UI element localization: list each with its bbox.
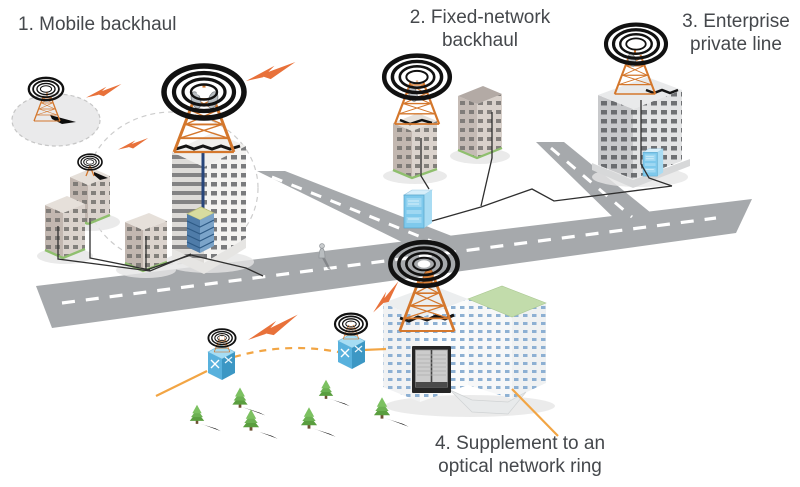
pedestrian-icon: [318, 243, 331, 270]
antenna-rings-icon: [333, 312, 369, 336]
antenna-rings-icon: [77, 153, 103, 171]
building-residential-1: [44, 196, 86, 260]
microwave-bolt-icon: [246, 62, 296, 81]
remote-site-left: [207, 328, 237, 381]
roof-lattice: [175, 144, 241, 151]
microwave-bolt-icon: [246, 314, 300, 340]
pine-tree-icon: [300, 407, 336, 437]
scenario-3-label: 3. Enterprise private line: [682, 11, 790, 56]
road-branch-right: [536, 142, 656, 224]
equipment-rack-icon: [412, 346, 451, 393]
green-roof: [467, 285, 547, 318]
building-central-office: [383, 285, 547, 415]
building-residential-2: [124, 213, 168, 273]
building-fixed-2: [457, 86, 503, 160]
pine-tree-icon: [242, 409, 278, 439]
bbu-stack-icon: [186, 206, 215, 253]
antenna-rings-icon: [390, 242, 457, 286]
antenna-rings-icon: [164, 66, 244, 118]
scenario-4-label: 4. Supplement to an optical network ring: [434, 433, 606, 478]
roof-lattice: [399, 118, 433, 126]
pine-tree-icon: [232, 387, 266, 416]
antenna-shadow: [94, 172, 108, 180]
street-cabinet-icon: [403, 189, 433, 229]
antenna-rings-icon: [384, 56, 450, 99]
mobile-backhaul-cluster: [27, 62, 296, 277]
microwave-bolt-icon: [86, 84, 122, 98]
road-centerline: [550, 146, 633, 219]
optical-ring-line: [155, 346, 559, 437]
antenna-rings-icon: [27, 76, 65, 102]
building-fixed-1: [392, 113, 438, 180]
enterprise-cluster: [592, 25, 690, 188]
remote-site-right: [333, 312, 369, 370]
roof-lattice: [645, 88, 679, 95]
central-office-cluster: [155, 242, 559, 439]
fiber-cable-line: [420, 112, 673, 222]
fiber-cable-line: [640, 100, 673, 187]
fiber-cable-line: [57, 218, 264, 277]
microwave-bolt-icon: [118, 138, 149, 150]
fixed-network-cluster: [384, 56, 673, 229]
pine-tree-icon: [189, 404, 221, 432]
scenario-1-label: 1. Mobile backhaul: [18, 14, 177, 35]
router-cube-icon: [207, 344, 236, 381]
road-main: [36, 199, 752, 328]
tower-shadow: [50, 115, 76, 124]
antenna-rings-icon: [207, 328, 237, 348]
road-centerline: [271, 175, 437, 245]
scenario-2-label: 2. Fixed-network backhaul: [409, 7, 551, 52]
antenna-rings-icon: [606, 25, 666, 64]
building-macro-site: [172, 132, 246, 274]
pine-tree-icon: [318, 379, 350, 407]
